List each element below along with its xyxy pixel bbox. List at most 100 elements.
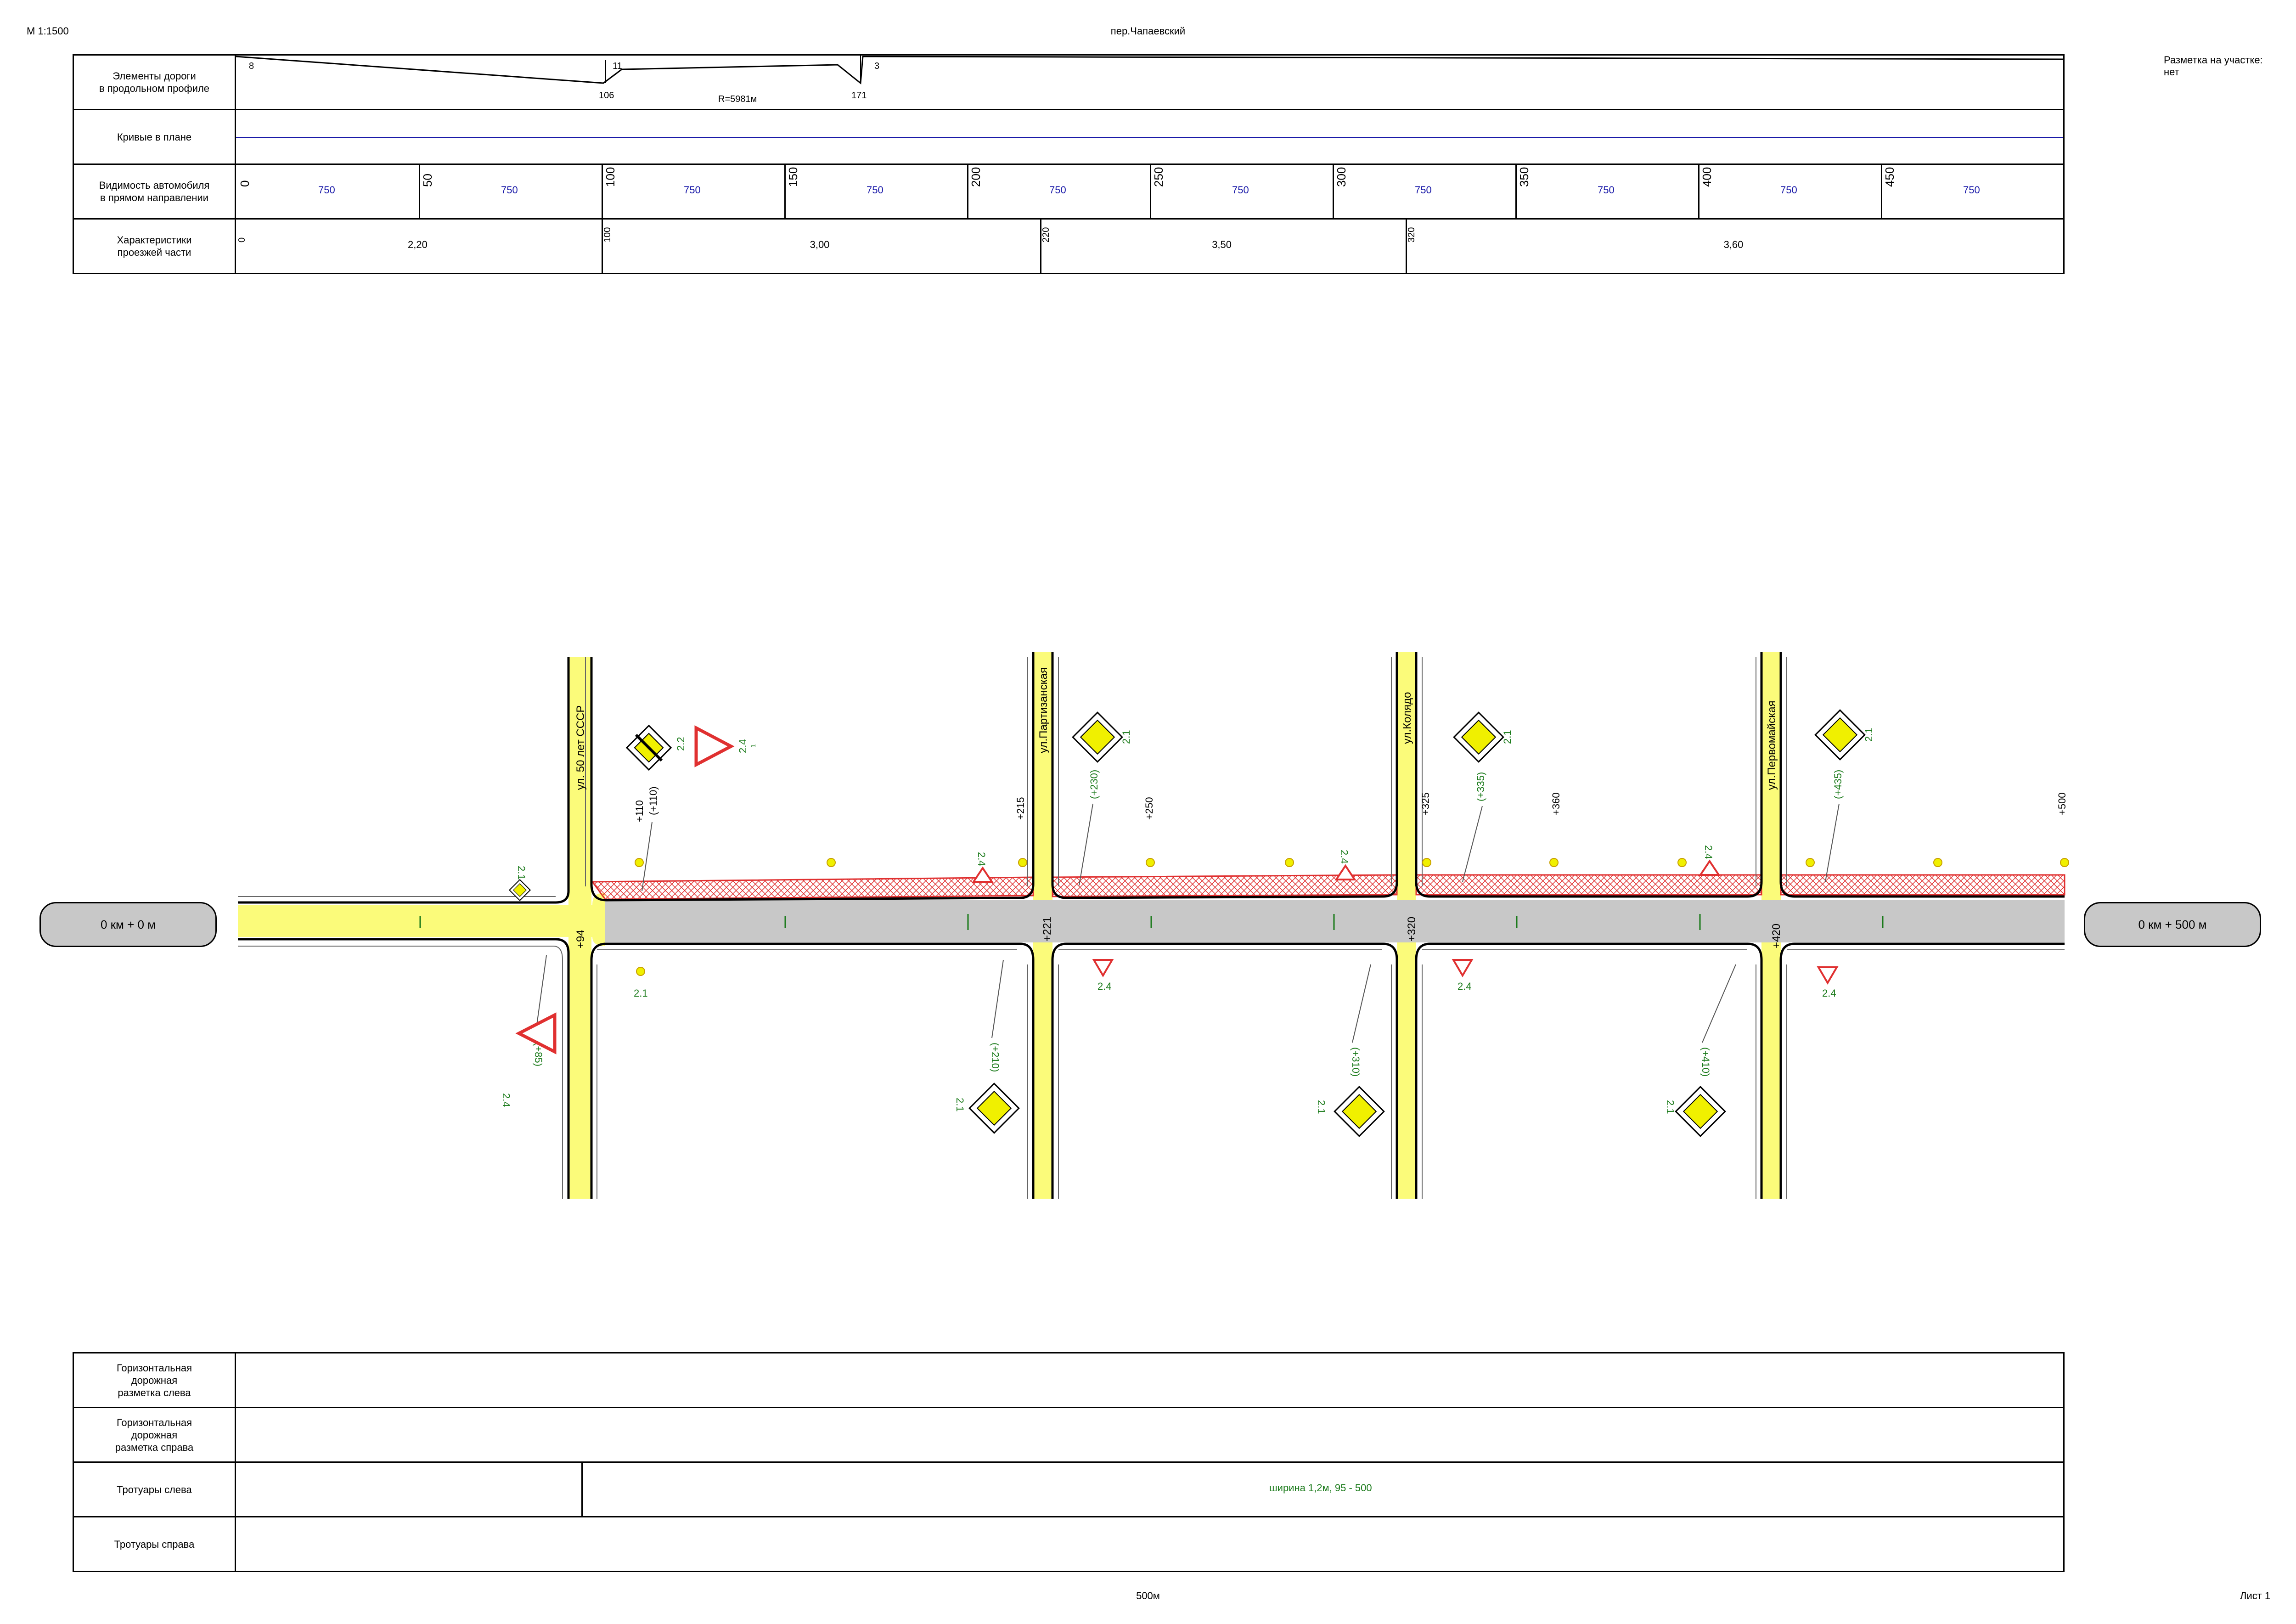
- station-label: +110: [634, 800, 645, 822]
- scale-label: М 1:1500: [27, 25, 69, 37]
- visibility-value: 750: [1049, 184, 1066, 196]
- visibility-value: 750: [318, 184, 335, 196]
- visibility-station: 350: [1517, 167, 1531, 187]
- label-line: Элементы дороги: [113, 70, 196, 82]
- visibility-station: 200: [969, 167, 983, 187]
- station-label: +325: [1420, 792, 1431, 815]
- station-label: (+435): [1832, 770, 1844, 799]
- sign-code: 2.1: [1863, 727, 1874, 742]
- markup-note-line2: нет: [2164, 66, 2179, 78]
- profile-radius: R=5981м: [718, 94, 757, 104]
- profile-mark-p3: 171: [851, 90, 867, 101]
- leader-lines: [535, 803, 1840, 1043]
- visibility-segment: 450 750: [1881, 165, 2064, 218]
- station-label: (+310): [1350, 1047, 1362, 1077]
- label-line: Кривые в плане: [117, 131, 192, 143]
- marker-points: [635, 858, 2069, 976]
- marker-dot: [1549, 858, 1559, 867]
- curb-lines: [238, 652, 2065, 1199]
- marker-dot: [827, 858, 836, 867]
- total-length: 500м: [1136, 1590, 1160, 1601]
- sign-code: 2.4: [1822, 987, 1836, 999]
- station-label: (+110): [647, 786, 659, 815]
- sidewalk-left-value: ширина 1,2м, 95 - 500: [1269, 1482, 1372, 1494]
- end-chainage: 0 км + 500 м: [2084, 902, 2261, 947]
- give-way-sign-icon: [1334, 864, 1356, 880]
- main-road-start-segment: [238, 905, 605, 937]
- main-road-signs: [508, 709, 1866, 1137]
- station-label: +360: [1550, 792, 1562, 815]
- label-line: дорожная: [131, 1374, 178, 1386]
- sign-code: 2.4: [501, 1093, 512, 1107]
- carriageway-station: 220: [1041, 227, 1052, 242]
- curves-cell: [235, 109, 2065, 165]
- carriageway-station: 320: [1407, 227, 1417, 242]
- sign-code: 2.1: [1502, 730, 1513, 744]
- visibility-value: 750: [1780, 184, 1797, 196]
- sign-code: 2.4: [1703, 845, 1714, 859]
- street-station-3: +320: [1406, 917, 1418, 942]
- visibility-value: 750: [1963, 184, 1980, 196]
- sign-code: 2.4: [1339, 850, 1350, 864]
- markup-right-cell: [235, 1407, 2065, 1463]
- main-road-sign-icon: [1334, 1086, 1385, 1137]
- give-way-sign-icon: [1817, 966, 1839, 985]
- curves-row: Кривые в плане: [73, 109, 2065, 165]
- carriageway-value: 3,60: [1723, 239, 1744, 250]
- sidewalk-left-cell: ширина 1,2м, 95 - 500: [235, 1461, 2065, 1517]
- marker-dot: [1146, 858, 1155, 867]
- visibility-value: 750: [1598, 184, 1615, 196]
- markup-left-row: Горизонтальная дорожная разметка слева: [73, 1352, 2065, 1408]
- label-line: дорожная: [131, 1429, 178, 1441]
- sign-code: 2.4: [1097, 981, 1112, 992]
- profile-mark-p2: 11: [613, 61, 622, 71]
- main-road-sign-icon: [508, 879, 531, 902]
- station-label: (+335): [1475, 772, 1486, 801]
- station-label: (+210): [990, 1043, 1001, 1072]
- visibility-segment: 350 750: [1515, 165, 1699, 218]
- marker-dot: [1677, 858, 1687, 867]
- label-line: Видимость автомобиля: [99, 180, 210, 191]
- drawing-title: пер.Чапаевский: [1110, 25, 1186, 37]
- visibility-row: Видимость автомобиля в прямом направлени…: [73, 164, 2065, 220]
- sign-code: 2.1: [516, 866, 527, 880]
- street-name-2: ул.Партизанская: [1037, 667, 1050, 753]
- visibility-station: 250: [1152, 167, 1165, 187]
- profile-table: Элементы дороги в продольном профиле 8 1…: [73, 54, 2065, 274]
- marker-dot: [2060, 858, 2069, 867]
- visibility-value: 750: [1232, 184, 1249, 196]
- give-way-sign-icon: [1699, 859, 1721, 876]
- visibility-value: 750: [867, 184, 884, 196]
- row-label-markup-left: Горизонтальная дорожная разметка слева: [73, 1352, 236, 1408]
- give-way-sign-icon: [1092, 959, 1114, 977]
- label-line: в продольном профиле: [99, 83, 210, 94]
- give-way-sign-icon: [694, 725, 735, 767]
- row-label-visibility: Видимость автомобиля в прямом направлени…: [73, 164, 236, 220]
- label-line: Горизонтальная: [116, 1362, 192, 1374]
- street-station-1: +94: [574, 930, 587, 948]
- sidewalk-left-row: Тротуары слева ширина 1,2м, 95 - 500: [73, 1461, 2065, 1517]
- main-road-sign-icon: [1072, 711, 1123, 763]
- sign-code: 2.1: [954, 1098, 966, 1112]
- row-label-profile: Элементы дороги в продольном профиле: [73, 54, 236, 110]
- street-name-3: ул.Колядо: [1401, 692, 1413, 744]
- profile-cell: 8 11 106 R=5981м 171 3: [235, 54, 2065, 110]
- visibility-station: 450: [1883, 167, 1896, 187]
- sheet-number: Лист 1: [2240, 1590, 2271, 1601]
- street-name-1: ул. 50 лет СССР: [574, 705, 587, 790]
- sign-code: 2.1: [1316, 1100, 1327, 1114]
- end-main-road-sign-icon: [625, 724, 672, 771]
- label-line: Характеристики: [117, 234, 192, 246]
- visibility-station: 0: [238, 180, 252, 187]
- row-label-markup-right: Горизонтальная дорожная разметка справа: [73, 1407, 236, 1463]
- main-carriageway: [605, 900, 2065, 942]
- sign-code: 2.1: [1120, 730, 1132, 744]
- give-way-sign-icon: [972, 866, 994, 883]
- visibility-station: 400: [1700, 167, 1714, 187]
- sign-count: 1: [749, 744, 757, 748]
- visibility-segment: 200 750: [967, 165, 1151, 218]
